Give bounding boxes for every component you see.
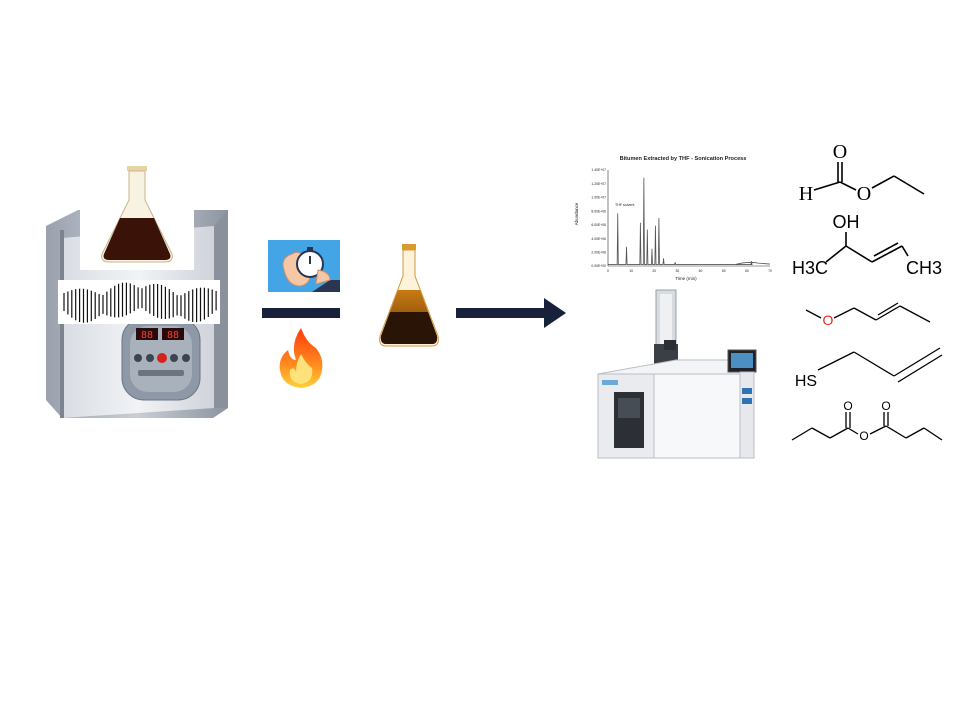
chromatogram-chart: Bitumen Extracted by THF - Sonication Pr… bbox=[568, 148, 774, 282]
molecule-pentenol: OH H3C CH3 bbox=[792, 212, 942, 278]
y-tick-label: 0.00E+00 bbox=[591, 264, 606, 268]
x-tick-label: 60 bbox=[745, 269, 749, 273]
svg-text:O: O bbox=[857, 183, 871, 204]
chromatogram-trace bbox=[608, 177, 771, 265]
solvent-annotation: THF solvent bbox=[615, 203, 634, 207]
y-tick-label: 2.00E+06 bbox=[591, 250, 606, 254]
y-tick-label: 4.00E+06 bbox=[591, 237, 606, 241]
svg-text:O: O bbox=[843, 399, 852, 413]
flask-inset bbox=[80, 160, 194, 270]
y-tick-label: 8.00E+06 bbox=[591, 209, 606, 213]
svg-text:O: O bbox=[823, 312, 834, 328]
timer-display: 88 bbox=[141, 330, 153, 341]
svg-text:O: O bbox=[881, 399, 890, 413]
x-axis-label: Time (min) bbox=[675, 276, 697, 281]
svg-text:CH3: CH3 bbox=[906, 258, 942, 278]
svg-text:H3C: H3C bbox=[792, 258, 828, 278]
extract-flask-icon bbox=[379, 244, 439, 347]
panel-buttons bbox=[134, 353, 190, 376]
y-tick-label: 1.00E+07 bbox=[591, 196, 606, 200]
svg-text:OH: OH bbox=[833, 212, 860, 232]
chart-title: Bitumen Extracted by THF - Sonication Pr… bbox=[620, 156, 747, 162]
molecule-ether: O bbox=[805, 302, 931, 328]
fire-icon bbox=[279, 328, 323, 388]
x-tick-label: 40 bbox=[699, 269, 703, 273]
y-tick-label: 1.20E+07 bbox=[591, 182, 606, 186]
temperature-display: 88 bbox=[167, 330, 179, 341]
ultrasonic-wave-icon bbox=[58, 280, 220, 324]
molecule-thiol: HS bbox=[795, 347, 943, 390]
bitumen-flask-icon bbox=[101, 166, 173, 263]
x-tick-label: 20 bbox=[652, 269, 656, 273]
x-tick-label: 50 bbox=[722, 269, 726, 273]
molecule-anhydride: O O O bbox=[791, 399, 943, 443]
svg-text:O: O bbox=[833, 141, 847, 163]
svg-text:HS: HS bbox=[795, 373, 817, 390]
x-tick-label: 0 bbox=[607, 269, 609, 273]
y-axis-label: Abundance bbox=[574, 202, 579, 225]
y-tick-label: 1.40E+07 bbox=[591, 168, 606, 172]
x-tick-label: 30 bbox=[676, 269, 680, 273]
x-tick-label: 10 bbox=[629, 269, 633, 273]
gc-ms-instrument bbox=[584, 288, 766, 464]
svg-text:H: H bbox=[799, 183, 813, 204]
molecule-ethyl-formate: O H O bbox=[799, 141, 925, 204]
process-arrow-2 bbox=[456, 298, 566, 328]
y-tick-label: 6.00E+06 bbox=[591, 223, 606, 227]
extract-flask-box bbox=[340, 232, 476, 370]
x-tick-label: 70 bbox=[768, 269, 772, 273]
svg-text:O: O bbox=[859, 429, 868, 443]
